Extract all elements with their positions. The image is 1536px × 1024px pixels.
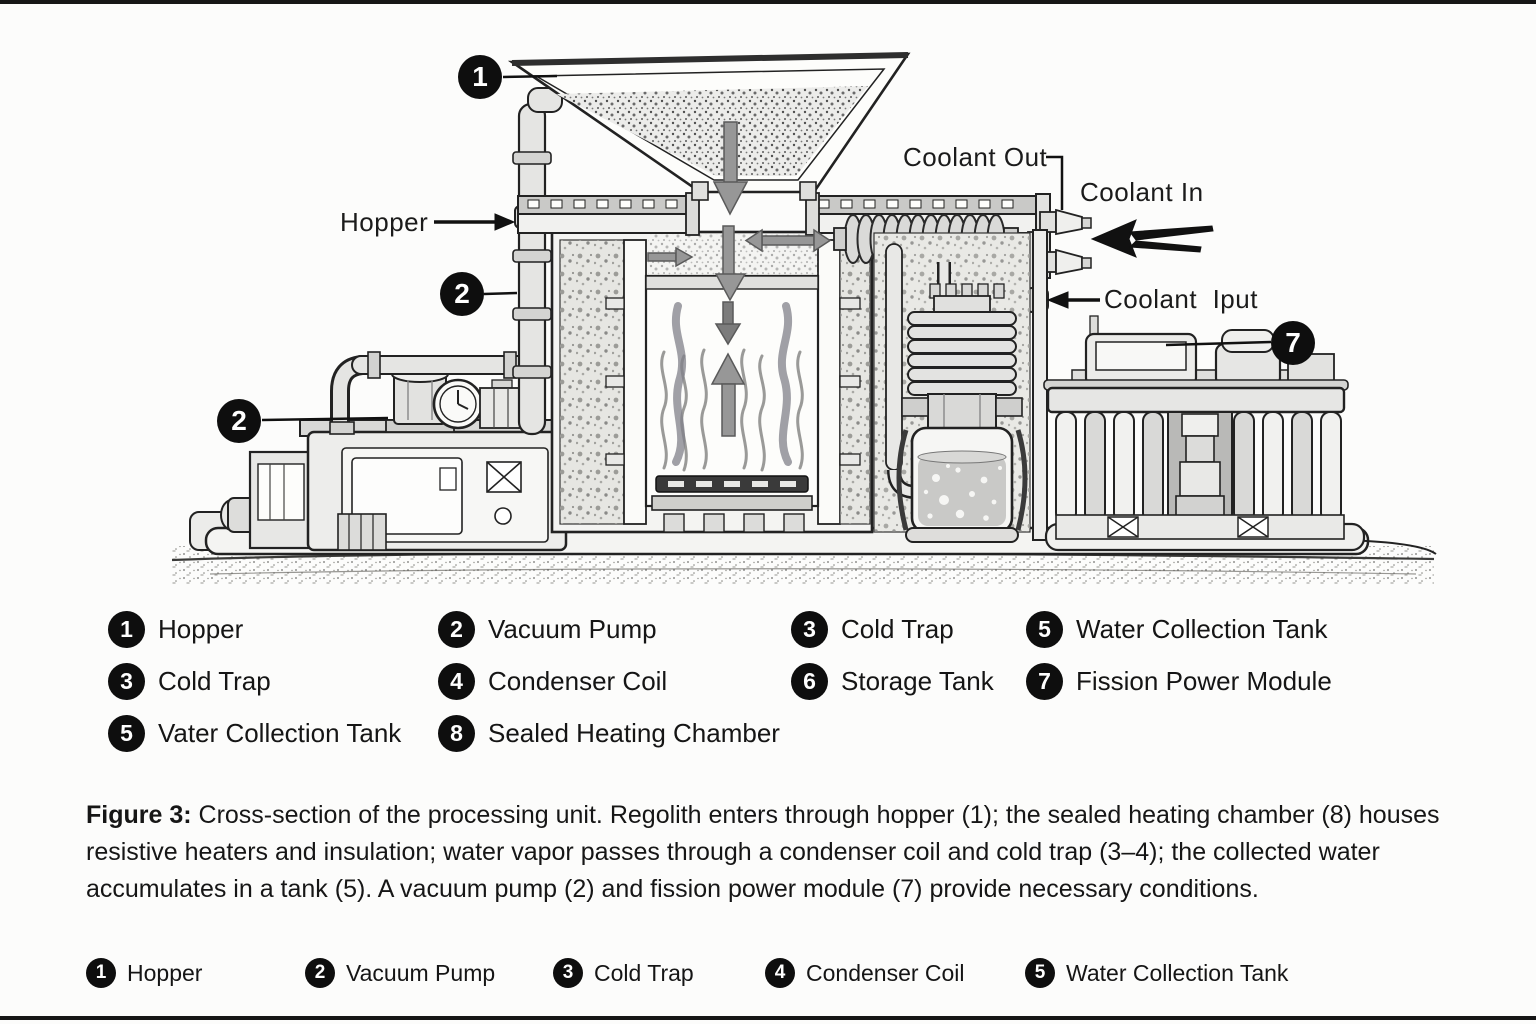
legend-item: 2 Vacuum Pump (438, 611, 657, 648)
flow-arrows (647, 121, 832, 437)
footer-label: Water Collection Tank (1066, 959, 1289, 986)
vapor-plumes (671, 302, 793, 466)
bottom-border (0, 1016, 1536, 1020)
legend-label: Fission Power Module (1076, 666, 1332, 696)
legend-badge: 1 (108, 611, 145, 648)
legend-label: Cold Trap (158, 666, 271, 696)
badge-number: 2 (231, 405, 247, 436)
hopper-funnel (507, 52, 911, 201)
footer-item: 5 Water Collection Tank (1025, 958, 1288, 988)
footer-item: 1 Hopper (86, 958, 202, 988)
hopper-label: Hopper (340, 207, 429, 237)
processing-unit-illustration (171, 52, 1437, 584)
legend-item: 5 Vater Collection Tank (108, 715, 401, 752)
legend-label: Storage Tank (841, 666, 994, 696)
legend-item: 3 Cold Trap (791, 611, 954, 648)
coolant-out-label: Coolant Out (903, 142, 1048, 172)
footer-badge: 4 (765, 958, 795, 988)
callout-badge-fission: 7 (1271, 321, 1315, 365)
badge-number: 7 (1285, 327, 1301, 358)
legend-badge: 2 (438, 611, 475, 648)
legend-item: 6 Storage Tank (791, 663, 994, 700)
legend-badge: 5 (1026, 611, 1063, 648)
legend-label: Water Collection Tank (1076, 614, 1328, 644)
legend-badge: 6 (791, 663, 828, 700)
legend-item: 3 Cold Trap (108, 663, 271, 700)
callout-badge-hopper: 1 (458, 55, 502, 99)
sealed-heating-chamber (550, 230, 874, 534)
bubbles (923, 464, 1002, 521)
legend-label: Cold Trap (841, 614, 954, 644)
footer-label: Vacuum Pump (346, 959, 496, 986)
legend-label: Sealed Heating Chamber (488, 718, 780, 748)
footer-label: Hopper (127, 959, 203, 986)
legend-badge: 5 (108, 715, 145, 752)
legend-item: 5 Water Collection Tank (1026, 611, 1327, 648)
caption-body: Cross-section of the processing unit. Re… (86, 801, 1440, 903)
legend-item: 7 Fission Power Module (1026, 663, 1332, 700)
footer-item: 2 Vacuum Pump (305, 958, 495, 988)
callout-leaders (261, 74, 1272, 422)
cold-trap-tank (896, 283, 1028, 543)
legend-badge: 7 (1026, 663, 1063, 700)
regolith-fill (556, 86, 868, 176)
legend-badge: 8 (438, 715, 475, 752)
callout-badge-feed: 2 (440, 272, 484, 316)
legend-badge: 3 (108, 663, 145, 700)
footer-label: Condenser Coil (806, 959, 965, 986)
footer-label: Cold Trap (594, 959, 694, 986)
figure-caption: Figure 3: Cross-section of the processin… (86, 797, 1474, 908)
legend-label: Hopper (158, 614, 244, 644)
heat-waves (660, 348, 804, 472)
caption-figure-number: Figure 3: (86, 801, 192, 829)
coolant-in-arrow (1090, 219, 1137, 258)
legend-item: 1 Hopper (108, 611, 243, 648)
top-border (0, 0, 1536, 4)
fission-power-module (1043, 315, 1366, 552)
footer-item: 3 Cold Trap (553, 958, 694, 988)
legend-item: 4 Condenser Coil (438, 663, 667, 700)
coolant-input-label: Coolant Iput (1104, 284, 1258, 314)
vacuum-pump (220, 351, 571, 552)
callout-badge-vacuum-pump: 2 (217, 399, 261, 443)
footer-item: 4 Condenser Coil (765, 958, 965, 988)
footer-badge: 3 (553, 958, 583, 988)
collected-water (918, 456, 1006, 526)
legend-badge: 4 (438, 663, 475, 700)
footer-badge: 1 (86, 958, 116, 988)
badge-number: 1 (472, 61, 488, 92)
footer-badge: 5 (1025, 958, 1055, 988)
badge-number: 2 (454, 278, 470, 309)
coolant-in-label: Coolant In (1080, 177, 1204, 207)
legend-label: Vater Collection Tank (158, 718, 402, 748)
footer-badge: 2 (305, 958, 335, 988)
legend-label: Condenser Coil (488, 666, 668, 696)
legend-badge: 3 (791, 611, 828, 648)
legend-item: 8 Sealed Heating Chamber (438, 715, 780, 752)
legend-label: Vacuum Pump (488, 614, 657, 644)
